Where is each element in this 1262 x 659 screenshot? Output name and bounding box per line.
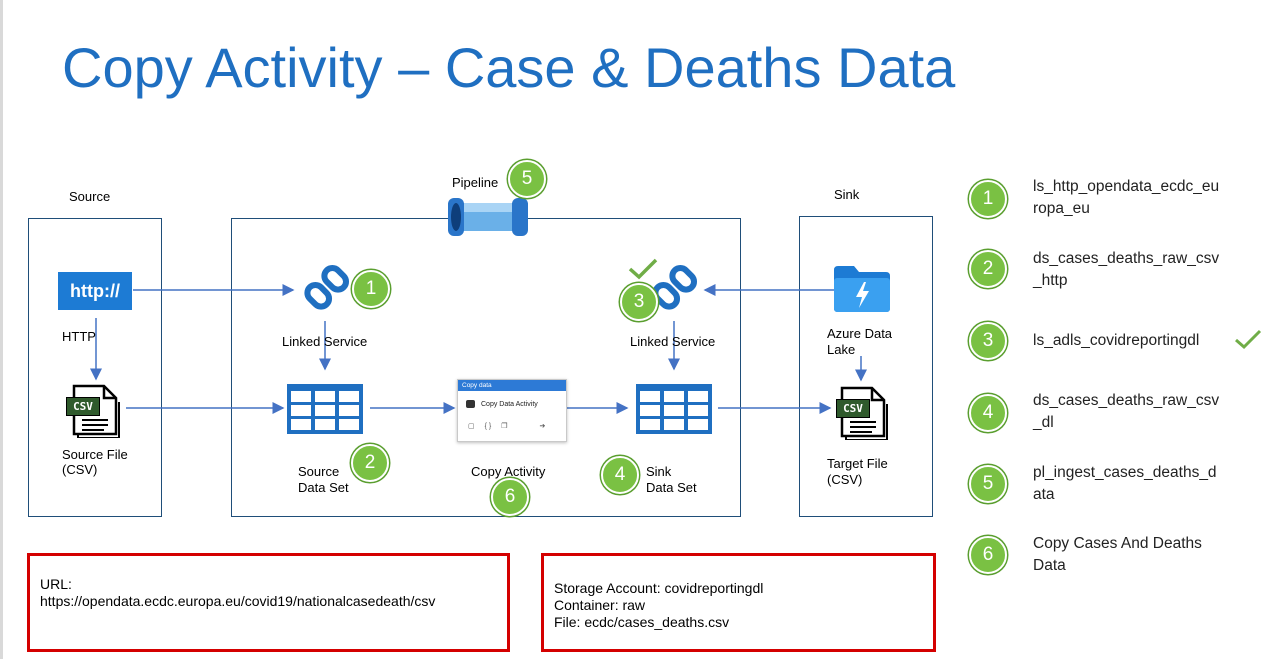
- marker-pipeline: 5: [508, 160, 546, 198]
- storage-info-box: Storage Account: covidreportingdl Contai…: [541, 553, 936, 652]
- azure-data-lake-label-line2: Lake: [827, 342, 856, 357]
- legend-text-2: ds_cases_deaths_raw_csv_http: [1033, 250, 1220, 289]
- marker-copy-activity: 6: [491, 478, 529, 516]
- legend-marker-6: 6: [969, 536, 1007, 574]
- marker-linked-service-right: 3: [620, 283, 658, 321]
- azure-data-lake-icon: [834, 266, 890, 312]
- output-arrow-icon: ➔: [539, 423, 546, 430]
- code-icon: { }: [484, 422, 492, 430]
- copy-card-header: Copy data: [458, 380, 566, 391]
- sink-dataset-icon: [636, 384, 712, 434]
- legend-marker-3: 3: [969, 322, 1007, 360]
- left-edge-rule: [0, 0, 3, 659]
- pipeline-column-label: Pipeline: [452, 175, 499, 190]
- copy-card-title: Copy Data Activity: [481, 400, 538, 408]
- http-icon: http://: [58, 272, 132, 310]
- legend-text-3: ls_adls_covidreportingdl: [1033, 332, 1200, 349]
- source-csv-badge: CSV: [66, 397, 100, 416]
- legend-marker-5: 5: [969, 465, 1007, 503]
- file-text: File: ecdc/cases_deaths.csv: [554, 614, 730, 630]
- url-label: URL:: [40, 576, 72, 592]
- slide-title: Copy Activity – Case & Deaths Data: [62, 36, 956, 99]
- delete-icon: ▢: [468, 423, 475, 430]
- source-file-label-line2: (CSV): [62, 462, 98, 477]
- source-column-label: Source: [69, 189, 111, 204]
- copy-database-icon: [466, 400, 475, 408]
- legend-text-4: ds_cases_deaths_raw_csv_dl: [1033, 392, 1220, 431]
- source-file-label-line1: Source File: [62, 447, 128, 462]
- storage-account-text: Storage Account: covidreportingdl: [554, 580, 764, 596]
- source-box: [28, 218, 162, 517]
- copy-icon: ❐: [501, 423, 508, 430]
- legend-marker-2: 2: [969, 250, 1007, 288]
- container-text: Container: raw: [554, 597, 646, 613]
- linked-service-icon-left: [304, 264, 350, 310]
- source-dataset-label-line2: Data Set: [298, 480, 349, 495]
- checkmark-icon-legend: [1235, 329, 1262, 350]
- pipeline-icon: [448, 198, 528, 236]
- sink-dataset-label-line2: Data Set: [646, 480, 697, 495]
- sink-dataset-label-line1: Sink: [646, 464, 672, 479]
- copy-activity-label: Copy Activity: [471, 464, 546, 479]
- marker-source-dataset: 2: [351, 444, 389, 482]
- source-dataset-icon: [287, 384, 363, 434]
- target-file-label-line1: Target File: [827, 456, 888, 471]
- legend-marker-4: 4: [969, 394, 1007, 432]
- target-csv-badge: CSV: [836, 399, 870, 418]
- linked-service-icon-right: [652, 264, 698, 310]
- sink-column-label: Sink: [834, 187, 860, 202]
- linked-service-label-left: Linked Service: [282, 334, 368, 349]
- marker-sink-dataset: 4: [601, 456, 639, 494]
- url-info-box: URL: https://opendata.ecdc.europa.eu/cov…: [27, 553, 510, 652]
- marker-linked-service-left: 1: [352, 270, 390, 308]
- url-value: https://opendata.ecdc.europa.eu/covid19/…: [40, 593, 436, 609]
- linked-service-label-right: Linked Service: [630, 334, 716, 349]
- sink-box: [799, 216, 933, 517]
- legend-marker-1: 1: [969, 180, 1007, 218]
- target-file-label-line2: (CSV): [827, 472, 863, 487]
- http-label: HTTP: [62, 329, 96, 344]
- copy-data-activity-card: Copy data Copy Data Activity ▢ { } ❐ ➔: [457, 379, 567, 442]
- azure-data-lake-label-line1: Azure Data: [827, 326, 893, 341]
- checkmark-icon-diagram: [628, 258, 658, 280]
- source-dataset-label-line1: Source: [298, 464, 340, 479]
